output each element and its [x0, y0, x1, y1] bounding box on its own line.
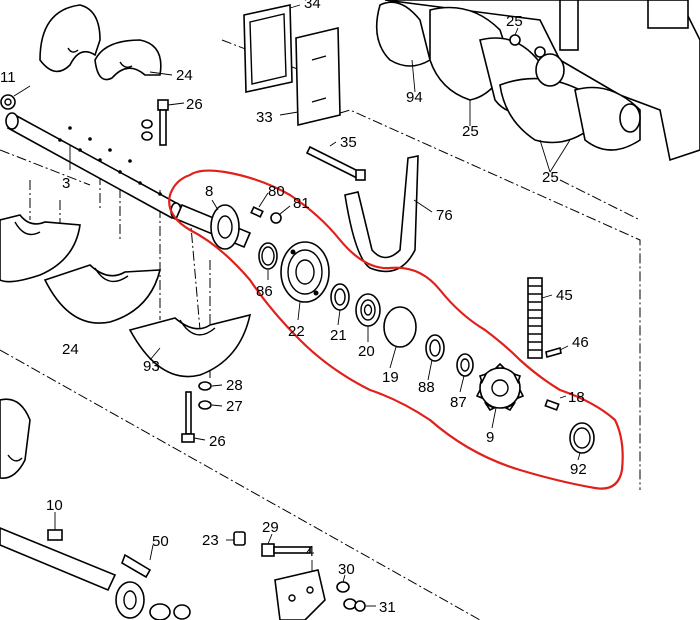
label-part-92: 92: [570, 461, 587, 478]
auger-shaft: [5, 112, 182, 220]
auger-flight-upper-left: [39, 4, 162, 81]
label-part-25-bottom: 25: [542, 169, 559, 186]
leader-lines: [13, 4, 581, 607]
cover-plates: [243, 4, 341, 127]
auger-flight-lower-left: [0, 214, 252, 378]
label-part-8: 8: [205, 183, 213, 200]
label-part-11: 11: [0, 69, 16, 86]
label-part-28: 28: [226, 377, 243, 394]
nut-part-81: [270, 212, 282, 224]
label-part-9: 9: [486, 429, 494, 446]
label-part-34: 34: [304, 0, 321, 12]
flange-part-8: [210, 204, 240, 250]
label-part-30: 30: [338, 561, 355, 578]
label-part-3: 3: [62, 175, 70, 192]
drive-shaft-lower: [0, 527, 191, 620]
label-part-20: 20: [358, 343, 375, 360]
label-part-21: 21: [330, 327, 347, 344]
label-part-18: 18: [568, 389, 585, 406]
label-part-88: 88: [418, 379, 435, 396]
auger-flight-lower-edge: [0, 398, 31, 479]
label-part-50: 50: [152, 533, 169, 550]
pin-part-80: [250, 206, 264, 218]
label-part-35: 35: [340, 134, 357, 151]
hardware-bottom-centre: [233, 531, 366, 620]
label-part-23: 23: [202, 532, 219, 549]
key-part-18: [544, 399, 560, 411]
label-part-22: 22: [288, 323, 305, 340]
highlight-outline: [168, 169, 624, 490]
part-labels: 11 24 26 3 8 80 81 86 22 21 20 19 88 87 …: [0, 0, 589, 616]
label-part-24-lower: 24: [62, 341, 79, 358]
label-part-19: 19: [382, 369, 399, 386]
label-part-93: 93: [143, 358, 160, 375]
label-part-94: 94: [406, 89, 423, 106]
label-part-80: 80: [268, 183, 285, 200]
ring-part-21: [330, 283, 350, 311]
label-part-10: 10: [46, 497, 63, 514]
auger-housing-upper-right: [375, 0, 700, 162]
strap-part-76: [344, 155, 419, 273]
nut-part-11: [0, 94, 16, 110]
chain-part-45: [527, 277, 543, 359]
pin-part-46: [545, 346, 562, 359]
label-part-24-upper: 24: [176, 67, 193, 84]
bearing-part-20: [355, 293, 381, 327]
label-part-86: 86: [256, 283, 273, 300]
label-part-87: 87: [450, 394, 467, 411]
drive-assembly: [174, 203, 595, 454]
bolt-part-26-lower: [181, 381, 212, 443]
ring-part-88: [425, 334, 445, 362]
collar-part-87: [456, 353, 474, 377]
label-part-4: 4: [306, 543, 314, 560]
label-part-31: 31: [379, 599, 396, 616]
label-part-26-lower: 26: [209, 433, 226, 450]
sprocket-part-9: [475, 362, 525, 412]
bolt-part-26-upper: [141, 99, 169, 146]
label-part-29: 29: [262, 519, 279, 536]
label-part-46: 46: [572, 334, 589, 351]
label-part-81: 81: [293, 195, 310, 212]
label-part-45: 45: [556, 287, 573, 304]
bolt-part-35: [305, 145, 366, 181]
label-part-76: 76: [436, 207, 453, 224]
label-part-25-middle: 25: [462, 123, 479, 140]
label-part-26-upper: 26: [186, 96, 203, 113]
label-part-33: 33: [256, 109, 273, 126]
label-part-27: 27: [226, 398, 243, 415]
snap-ring-part-19: [383, 306, 417, 348]
label-part-25-top: 25: [506, 13, 523, 30]
